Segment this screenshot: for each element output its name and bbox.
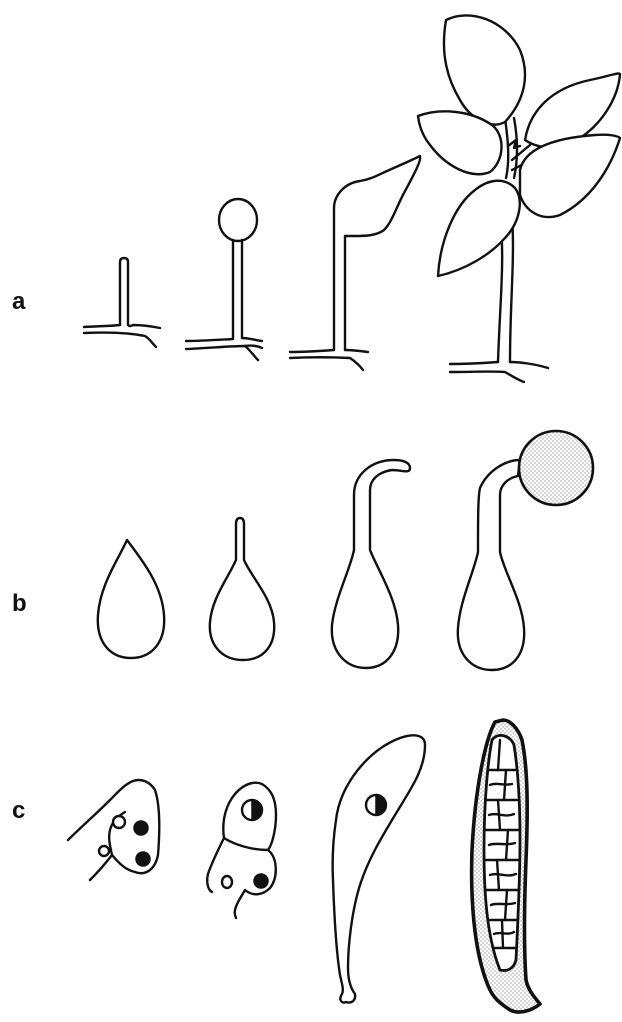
a-stage-1-short-stalk bbox=[84, 258, 160, 347]
c-stage-3-elongated-cell bbox=[333, 735, 425, 1002]
a-stage-2-round-head bbox=[186, 199, 262, 360]
b-stage-1-teardrop bbox=[98, 540, 164, 658]
b-stage-3-curved-tube bbox=[332, 460, 410, 668]
row-label-b: b bbox=[12, 590, 27, 617]
row-label-a: a bbox=[12, 288, 26, 315]
c-stage-2-cell-cluster bbox=[207, 783, 276, 918]
a-stage-3-curved-head bbox=[290, 156, 420, 370]
c-stage-1-cell-cluster bbox=[68, 780, 159, 880]
b-stage-4-stippled-sphere bbox=[458, 431, 593, 670]
b-stage-2-short-tube bbox=[210, 518, 274, 660]
c-stage-4-ascus-with-spores bbox=[472, 720, 540, 1012]
a-stage-4-branched-heads bbox=[418, 15, 620, 382]
row-label-c: c bbox=[12, 797, 25, 824]
